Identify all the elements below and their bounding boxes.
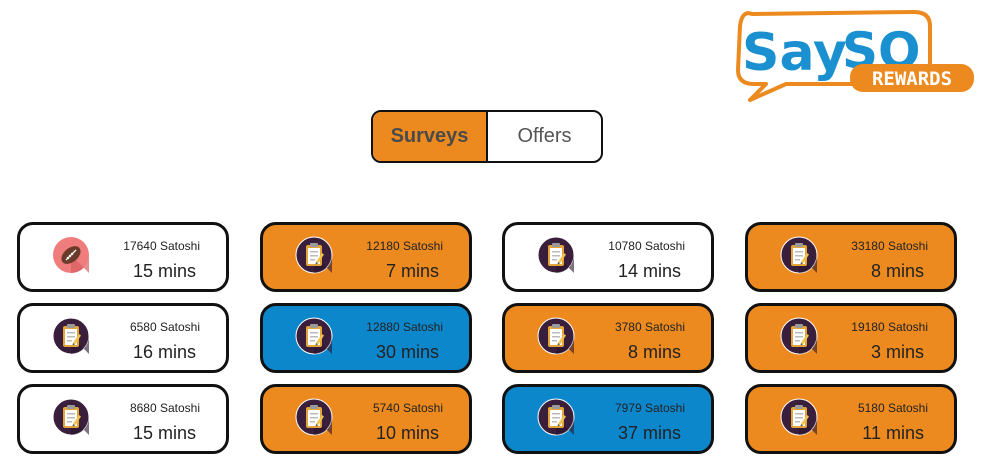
survey-duration: 8 mins [627, 342, 681, 362]
clipboard-icon [537, 236, 575, 274]
survey-duration: 37 mins [617, 423, 681, 443]
survey-card[interactable]: 6580 Satoshi 16 mins [17, 303, 229, 373]
survey-duration: 3 mins [870, 342, 924, 362]
survey-duration: 14 mins [617, 261, 681, 281]
tab-offers[interactable]: Offers [517, 125, 572, 147]
survey-duration: 10 mins [375, 423, 439, 443]
survey-reward: 5740 Satoshi [372, 401, 443, 415]
clipboard-icon [780, 317, 818, 355]
survey-duration: 11 mins [862, 423, 924, 443]
survey-card[interactable]: 8680 Satoshi 15 mins [17, 384, 229, 454]
survey-card[interactable]: 12180 Satoshi 7 mins [260, 222, 472, 292]
survey-duration: 7 mins [385, 261, 439, 281]
survey-card[interactable]: 19180 Satoshi 3 mins [745, 303, 957, 373]
survey-card[interactable]: 10780 Satoshi 14 mins [502, 222, 714, 292]
survey-reward: 12880 Satoshi [366, 320, 443, 334]
clipboard-icon [295, 236, 333, 274]
survey-duration: 8 mins [870, 261, 924, 281]
survey-card[interactable]: 17640 Satoshi 15 mins [17, 222, 229, 292]
survey-reward: 3780 Satoshi [614, 320, 685, 334]
sayso-rewards-logo: Say SO REWARDS [722, 4, 978, 102]
tab-surveys[interactable]: Surveys [373, 112, 488, 161]
survey-duration: 16 mins [132, 342, 196, 362]
survey-reward: 12180 Satoshi [366, 239, 443, 253]
logo-subtitle: REWARDS [872, 68, 952, 90]
clipboard-icon [52, 398, 90, 436]
survey-reward: 7979 Satoshi [614, 401, 685, 415]
football-icon [52, 236, 90, 274]
clipboard-icon [537, 317, 575, 355]
survey-duration: 15 mins [132, 423, 196, 443]
survey-duration: 15 mins [132, 261, 196, 281]
clipboard-icon [295, 317, 333, 355]
survey-reward: 5180 Satoshi [857, 401, 928, 415]
logo-word-say: Say [742, 23, 847, 83]
survey-reward: 19180 Satoshi [851, 320, 928, 334]
survey-reward: 17640 Satoshi [123, 239, 200, 253]
clipboard-icon [780, 236, 818, 274]
survey-card[interactable]: 7979 Satoshi 37 mins [502, 384, 714, 454]
survey-offer-toggle: Surveys Offers [371, 110, 603, 163]
clipboard-icon [537, 398, 575, 436]
survey-reward: 8680 Satoshi [129, 401, 200, 415]
survey-card[interactable]: 3780 Satoshi 8 mins [502, 303, 714, 373]
survey-reward: 33180 Satoshi [851, 239, 928, 253]
survey-card[interactable]: 33180 Satoshi 8 mins [745, 222, 957, 292]
clipboard-icon [780, 398, 818, 436]
survey-card[interactable]: 12880 Satoshi 30 mins [260, 303, 472, 373]
survey-reward: 6580 Satoshi [129, 320, 200, 334]
survey-reward: 10780 Satoshi [608, 239, 685, 253]
survey-card[interactable]: 5180 Satoshi 11 mins [745, 384, 957, 454]
survey-duration: 30 mins [375, 342, 439, 362]
clipboard-icon [295, 398, 333, 436]
clipboard-icon [52, 317, 90, 355]
survey-card[interactable]: 5740 Satoshi 10 mins [260, 384, 472, 454]
